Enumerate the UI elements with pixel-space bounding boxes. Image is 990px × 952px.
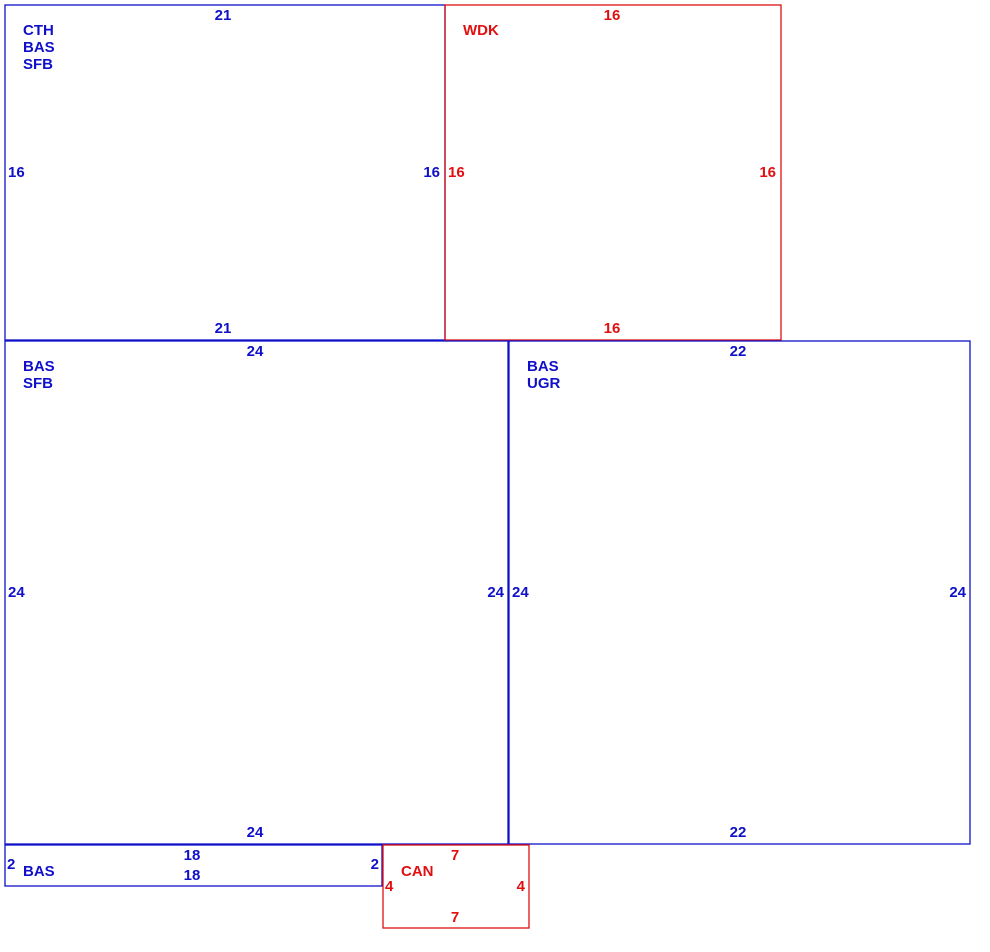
section-code: SFB [23, 56, 53, 73]
section-code: BAS [23, 863, 55, 880]
section-outline [444, 4, 782, 341]
dimension-right: 4 [517, 878, 526, 895]
dimension-bottom: 21 [215, 320, 232, 337]
section-code: WDK [463, 22, 499, 39]
dimension-top: 16 [604, 7, 621, 24]
dimension-right: 24 [949, 584, 966, 601]
dimension-left: 24 [512, 584, 529, 601]
section-code: BAS [23, 358, 55, 375]
dimension-left: 4 [385, 878, 394, 895]
dimension-top: 22 [730, 343, 747, 360]
section-outline [382, 844, 530, 929]
section-bas-strip[interactable]: BAS 18 18 2 2 [4, 844, 383, 887]
section-code: CAN [401, 863, 434, 880]
dimension-left: 16 [448, 164, 465, 181]
section-can[interactable]: CAN 7 7 4 4 [382, 844, 530, 929]
section-outline [508, 340, 971, 845]
dimension-right: 16 [759, 164, 776, 181]
section-code: BAS [527, 358, 559, 375]
section-cth-bas-sfb[interactable]: CTH BAS SFB 21 21 16 16 [4, 4, 446, 341]
section-code: CTH [23, 22, 54, 39]
dimension-left: 24 [8, 584, 25, 601]
dimension-top: 21 [215, 7, 232, 24]
section-code: BAS [23, 39, 55, 56]
dimension-right: 2 [371, 856, 379, 873]
dimension-left: 2 [7, 856, 15, 873]
dimension-right: 16 [423, 164, 440, 181]
section-bas-ugr[interactable]: BAS UGR 22 22 24 24 [508, 340, 971, 845]
section-bas-sfb[interactable]: BAS SFB 24 24 24 24 [4, 340, 509, 845]
dimension-left: 16 [8, 164, 25, 181]
dimension-top: 24 [247, 343, 264, 360]
dimension-bottom: 18 [184, 867, 201, 884]
dimension-bottom: 7 [451, 909, 459, 926]
section-outline [4, 340, 509, 845]
dimension-bottom: 24 [247, 824, 264, 841]
section-outline [4, 4, 446, 341]
section-outline [4, 844, 383, 887]
section-code: UGR [527, 375, 561, 392]
dimension-top: 7 [451, 847, 459, 864]
dimension-bottom: 16 [604, 320, 621, 337]
section-code: SFB [23, 375, 53, 392]
dimension-right: 24 [487, 584, 504, 601]
dimension-bottom: 22 [730, 824, 747, 841]
section-wdk[interactable]: WDK 16 16 16 16 [444, 4, 782, 341]
dimension-top: 18 [184, 847, 201, 864]
